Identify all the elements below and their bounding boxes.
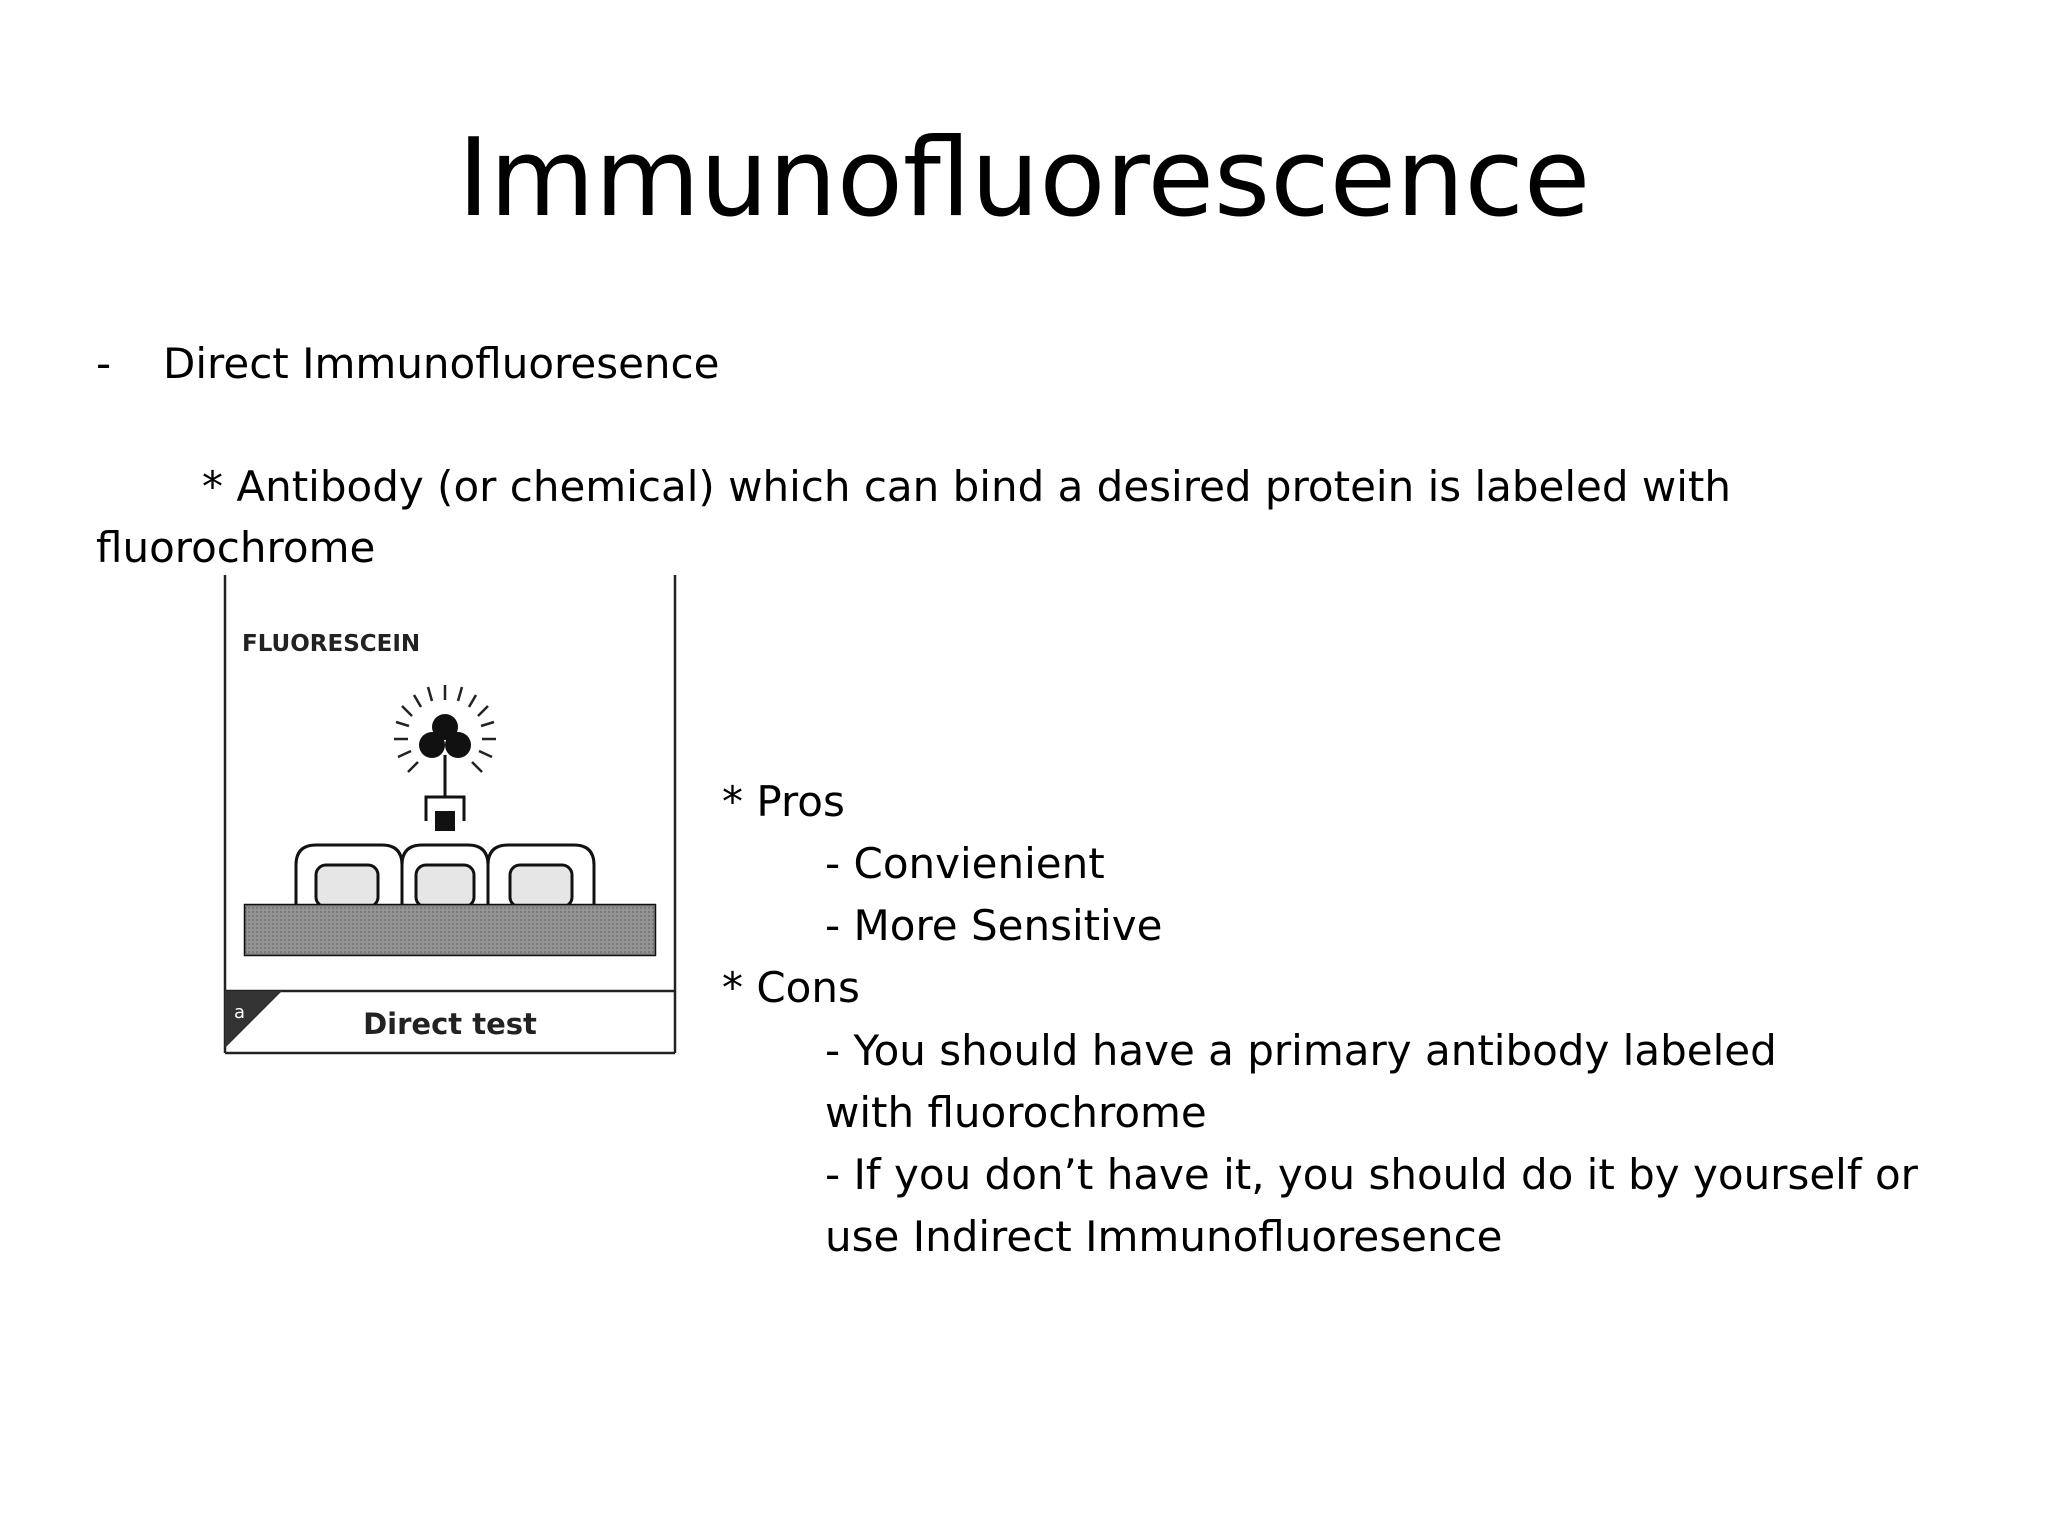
cons-item-1-line-1: - You should have a primary antibody lab… (825, 1026, 1777, 1075)
fluorescein-label: FLUORESCEIN (242, 631, 420, 657)
bullet-marker: - (96, 339, 112, 388)
pros-item: - Convienient (825, 839, 1105, 888)
fluorochrome-icon (419, 714, 471, 758)
glow-rays (394, 685, 496, 773)
corner-tab (225, 991, 282, 1048)
cons-item-2-line-1: - If you don’t have it, you should do it… (825, 1150, 1918, 1199)
cons-item-1-line-2: with fluorochrome (825, 1088, 1207, 1137)
direct-test-figure: FLUORESCEIN (220, 575, 680, 1055)
cons-item-2-line-2: use Indirect Immunofluoresence (825, 1212, 1503, 1261)
description-line-2: fluorochrome (96, 523, 376, 572)
antigen-icon (435, 811, 455, 831)
pros-heading: * Pros (722, 777, 845, 826)
direct-test-label: Direct test (363, 1007, 537, 1041)
direct-test-diagram: FLUORESCEIN (223, 575, 677, 1055)
nuclei (314, 863, 574, 909)
description-line-1: * Antibody (or chemical) which can bind … (202, 462, 1732, 511)
antibody-icon (424, 795, 466, 821)
bullet-heading: Direct Immunofluoresence (163, 339, 720, 388)
slide-title: Immunofluorescence (457, 116, 1591, 241)
corner-letter: a (234, 1002, 245, 1023)
pros-item: - More Sensitive (825, 901, 1163, 950)
cons-heading: * Cons (722, 963, 860, 1012)
